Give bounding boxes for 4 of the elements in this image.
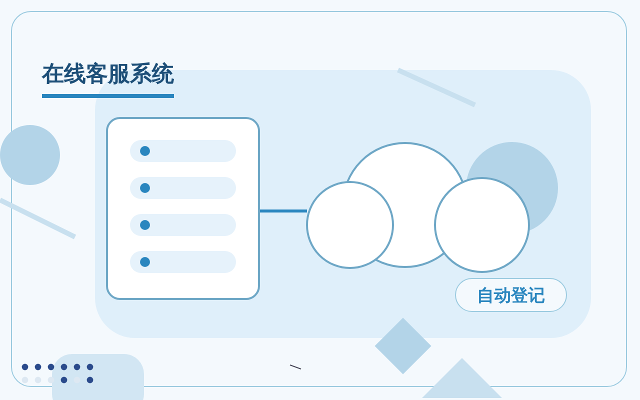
list-panel [106, 117, 260, 300]
tag-label: 自动登记 [455, 278, 567, 312]
title: 在线客服系统 [42, 60, 174, 98]
connector-line [260, 210, 307, 212]
